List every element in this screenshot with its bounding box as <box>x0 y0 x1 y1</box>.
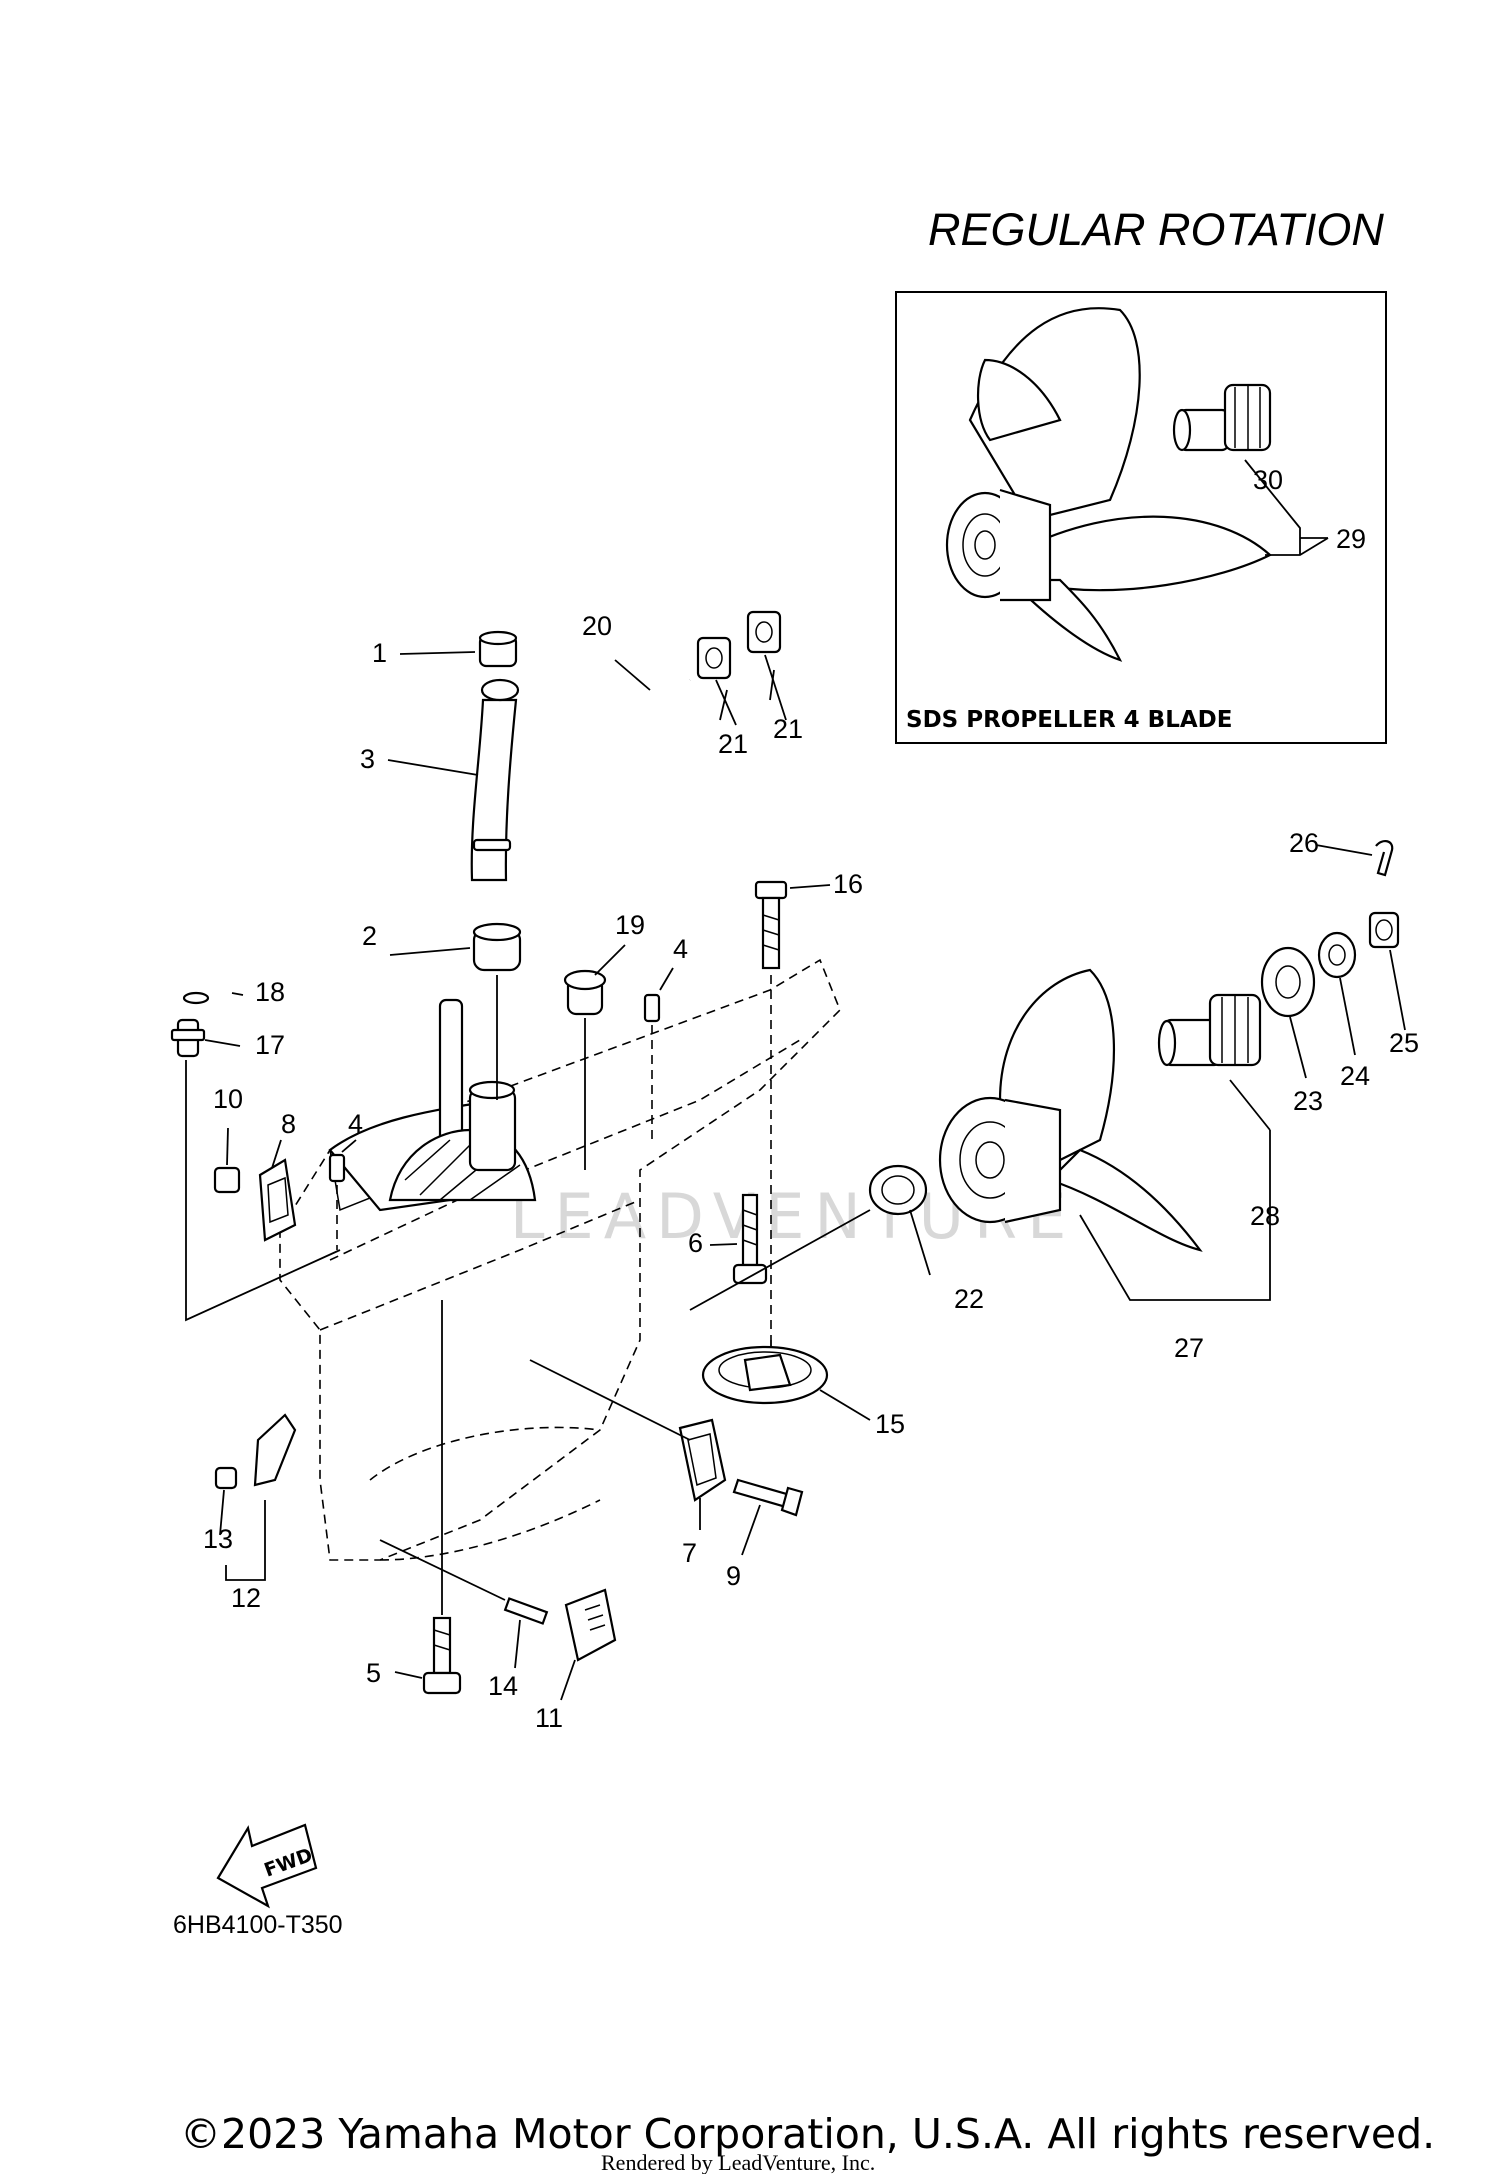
part-15-anode <box>701 1345 829 1405</box>
callout-21-a: 21 <box>718 729 748 759</box>
part-8-bracket <box>258 1158 297 1242</box>
callout-8: 8 <box>281 1109 296 1139</box>
part-10-nut <box>213 1166 241 1194</box>
callout-23: 23 <box>1293 1086 1323 1116</box>
inset-propeller-illustration <box>945 307 1272 662</box>
part-16-bolt <box>754 880 788 970</box>
inset-sds-propeller: SDS PROPELLER 4 BLADE <box>895 291 1387 744</box>
part-4-dowel-pin-2 <box>328 1153 346 1183</box>
part-7-anode <box>678 1418 727 1502</box>
callout-20: 20 <box>582 611 612 641</box>
copyright-notice: ©2023 Yamaha Motor Corporation, U.S.A. A… <box>180 2110 1435 2158</box>
part-6-bolt <box>732 1193 768 1285</box>
callout-1: 1 <box>372 638 387 668</box>
part-13-nut <box>214 1466 238 1490</box>
part-4-dowel-pin <box>643 993 661 1023</box>
callout-17: 17 <box>255 1030 285 1060</box>
callout-16: 16 <box>833 869 863 899</box>
callout-18: 18 <box>255 977 285 1007</box>
rendered-by-credit: Rendered by LeadVenture, Inc. <box>601 2150 875 2174</box>
callout-22: 22 <box>954 1284 984 1314</box>
callout-leaders <box>204 651 1406 1701</box>
callout-2: 2 <box>362 921 377 951</box>
callout-3: 3 <box>360 744 375 774</box>
callout-24: 24 <box>1340 1061 1370 1091</box>
part-9-bolt <box>732 1478 804 1517</box>
inset-caption: SDS PROPELLER 4 BLADE <box>906 707 1232 733</box>
part-25-nut <box>1368 911 1400 949</box>
part-22-seal <box>868 1164 928 1216</box>
callout-30: 30 <box>1253 465 1283 495</box>
callout-4-b: 4 <box>348 1109 363 1139</box>
part-28-bushing <box>1157 993 1262 1067</box>
part-23-spacer <box>1260 946 1316 1018</box>
callout-11: 11 <box>535 1703 563 1733</box>
callout-21-b: 21 <box>773 714 803 744</box>
callout-labels: 1 2 3 4 4 5 6 7 8 9 10 11 12 13 14 15 16… <box>203 465 1419 1733</box>
callout-28: 28 <box>1250 1201 1280 1231</box>
part-14-screw <box>503 1597 549 1625</box>
diagram-title: REGULAR ROTATION <box>928 204 1384 255</box>
part-17-fitting <box>170 1018 206 1058</box>
water-pump-assembly <box>388 998 537 1202</box>
callout-6: 6 <box>688 1228 703 1258</box>
part-12-bracket <box>253 1413 297 1487</box>
callout-25: 25 <box>1389 1028 1419 1058</box>
part-19-grommet <box>563 969 607 1016</box>
callout-9: 9 <box>726 1561 741 1591</box>
part-2-grommet <box>472 922 522 972</box>
part-26-cotter-pin <box>1375 840 1394 877</box>
callout-29: 29 <box>1336 524 1366 554</box>
callout-10: 10 <box>213 1084 243 1114</box>
part-24-washer <box>1317 931 1357 979</box>
callout-26: 26 <box>1289 828 1319 858</box>
part-27-propeller <box>938 968 1203 1252</box>
callout-27: 27 <box>1174 1333 1204 1363</box>
part-3-water-tube <box>470 678 520 882</box>
part-11-cover <box>564 1588 617 1662</box>
diagram-code: 6HB4100-T350 <box>173 1911 343 1939</box>
callout-12: 12 <box>231 1583 261 1613</box>
callout-7: 7 <box>682 1538 697 1568</box>
part-5-bolt <box>422 1616 462 1695</box>
part-18-o-ring <box>182 991 210 1005</box>
callout-14: 14 <box>488 1671 518 1701</box>
callout-15: 15 <box>875 1409 905 1439</box>
callout-5: 5 <box>366 1658 381 1688</box>
part-21-clips <box>696 610 782 680</box>
callout-19: 19 <box>615 910 645 940</box>
part-1-grommet <box>478 630 518 668</box>
fwd-arrow-icon: FWD <box>216 1823 318 1909</box>
inset-bushing-illustration <box>1172 383 1272 452</box>
callout-13: 13 <box>203 1524 233 1554</box>
callout-4-a: 4 <box>673 934 688 964</box>
